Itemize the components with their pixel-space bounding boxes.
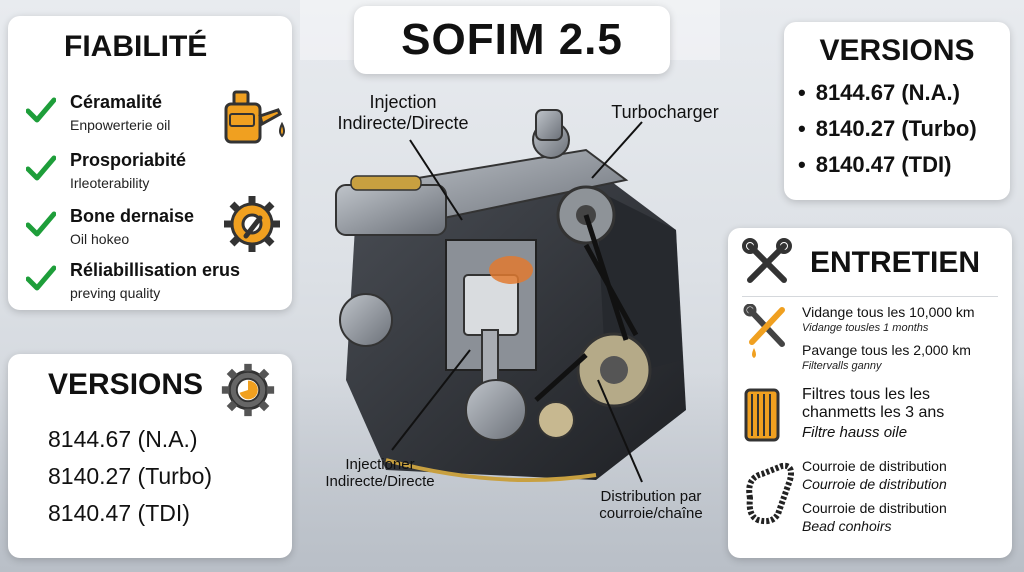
fiabilite-item-title: Réliabillisation erus: [70, 260, 241, 280]
fiabilite-item: Céramalité Enpowerterie oil: [26, 92, 170, 133]
gear-icon: [221, 363, 275, 417]
fiabilite-item-sub: Oil hokeo: [70, 231, 130, 247]
wrench-screwdriver-icon: [743, 303, 785, 358]
entretien-row: Courroie de distribution Courroie de dis…: [742, 458, 947, 534]
fiabilite-item: Bone dernaise Oil hokeo: [26, 206, 194, 247]
versions-right-list: 8144.67 (N.A.) 8140.27 (Turbo) 8140.47 (…: [798, 80, 996, 178]
fiabilite-item-title: Céramalité: [70, 92, 163, 112]
fiabilite-item: Prosporiabité Irleoterability: [26, 150, 186, 191]
fiabilite-item: Réliabillisation erus preving quality: [26, 260, 240, 301]
versions-left-heading: VERSIONS: [48, 368, 204, 401]
fiabilite-item-sub: Irleoterability: [70, 175, 150, 191]
version-line: 8140.47 (TDI): [798, 152, 996, 178]
callout-injection-bottom: Injectioner Indirecte/Directe: [325, 456, 435, 491]
entretien-row-main: Pavange tous les 2,000 km: [802, 342, 971, 358]
entretien-row-sub: Vidange tousles 1 months: [802, 322, 929, 334]
versions-right-card: VERSIONS 8144.67 (N.A.) 8140.27 (Turbo) …: [784, 22, 1010, 200]
check-icon: [26, 97, 56, 123]
versions-right-heading: VERSIONS: [819, 34, 975, 67]
gear-wrench-icon: [224, 196, 280, 252]
page-title: SOFIM 2.5: [401, 15, 623, 64]
fiabilite-card: FIABILITÉ Céramalité Enpowerterie oil Pr…: [8, 16, 292, 310]
fiabilite-item-sub: Enpowerterie oil: [70, 117, 171, 133]
check-icon: [26, 265, 56, 291]
engine-illustration: [335, 109, 686, 482]
timing-belt-icon: [746, 462, 794, 525]
entretien-row-main: Courroie de distribution: [802, 458, 947, 474]
entretien-card: ENTRETIEN Vidange tous les 10,000 km Vid…: [728, 228, 1012, 558]
callout-turbocharger: Turbocharger: [611, 102, 719, 122]
oil-filter-icon: [744, 388, 780, 442]
entretien-row-sub: Filtre hauss oile: [802, 424, 908, 441]
fiabilite-item-title: Bone dernaise: [70, 206, 195, 226]
version-line: 8140.27 (Turbo): [48, 463, 213, 489]
entretien-heading: ENTRETIEN: [810, 246, 981, 279]
entretien-row-main: Courroie de distribution: [802, 500, 947, 516]
callout-distribution: Distribution par courroie/chaîne: [599, 488, 703, 523]
crossed-tools-icon: [742, 238, 792, 283]
version-line: 8144.67 (N.A.): [798, 80, 996, 106]
entretien-row: Filtres tous les les chanmetts les 3 ans…: [742, 386, 992, 449]
versions-left-card: VERSIONS 8144.67 (N.A.) 8140.27 (Turbo) …: [8, 354, 292, 558]
divider: [742, 296, 998, 297]
oil-can-icon: [224, 90, 285, 144]
title-card: SOFIM 2.5: [354, 6, 670, 74]
version-line: 8140.47 (TDI): [48, 500, 190, 526]
fiabilite-heading: FIABILITÉ: [64, 30, 208, 63]
callout-injection-top: Injection Indirecte/Directe: [337, 92, 469, 133]
entretien-row-main: Vidange tous les 10,000 km: [802, 304, 975, 320]
fiabilite-item-sub: preving quality: [70, 285, 161, 301]
entretien-row-main: Filtres tous les les chanmetts les 3 ans: [802, 386, 945, 421]
fiabilite-item-title: Prosporiabité: [70, 150, 187, 170]
entretien-row-sub: Courroie de distribution: [802, 476, 947, 492]
entretien-row-sub: Bead conhoirs: [802, 518, 892, 534]
check-icon: [26, 155, 56, 181]
version-line: 8144.67 (N.A.): [48, 426, 198, 452]
check-icon: [26, 211, 56, 237]
version-line: 8140.27 (Turbo): [798, 116, 996, 142]
entretien-row: Vidange tous les 10,000 km Vidange tousl…: [742, 303, 975, 372]
entretien-row-sub: Filtervalls ganny: [802, 360, 882, 372]
